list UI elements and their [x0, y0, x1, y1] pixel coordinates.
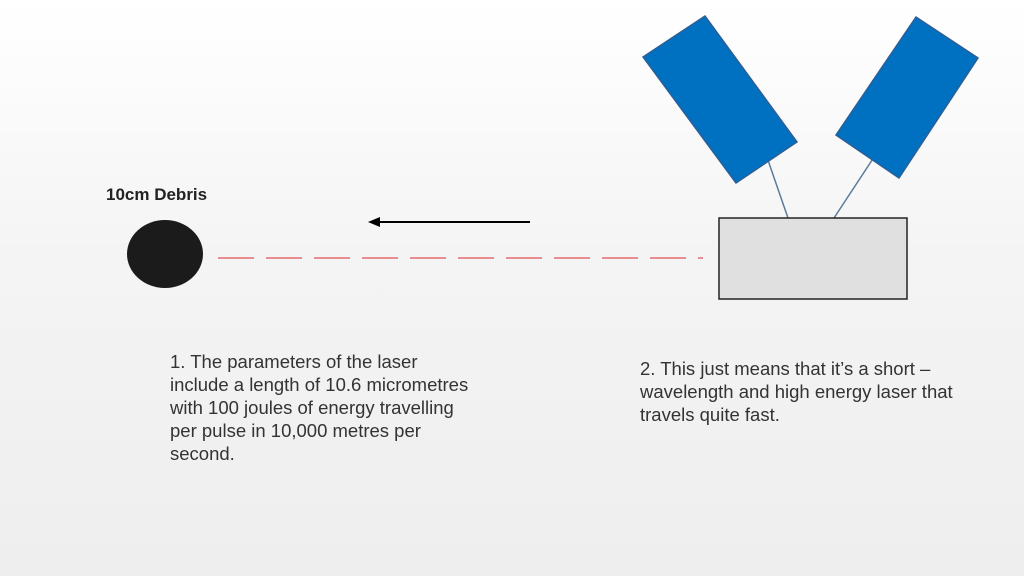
right-solar-panel	[834, 15, 980, 180]
direction-arrow	[368, 217, 530, 227]
debris-label: 10cm Debris	[106, 185, 208, 204]
left-solar-panel	[641, 14, 799, 185]
arrow-head	[368, 217, 380, 227]
note-explanation: 2. This just means that it’s a short – w…	[640, 358, 953, 425]
debris-ball	[127, 220, 203, 288]
satellite-body	[718, 217, 908, 300]
note-laser-parameters: 1. The parameters of the laser include a…	[170, 351, 469, 464]
